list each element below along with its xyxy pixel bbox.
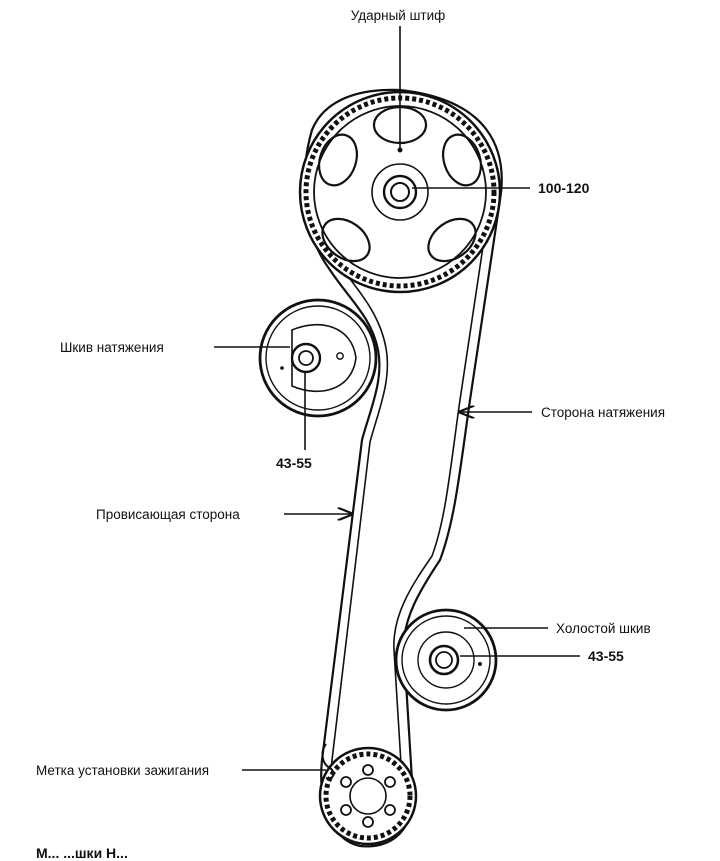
cut-off-caption: М... ...шки Н... (36, 845, 128, 861)
tensioner-pulley (258, 298, 378, 418)
leader-lines (214, 26, 580, 771)
idler-pulley (394, 608, 498, 712)
cam-torque-label: 100-120 (538, 180, 590, 196)
tensioner-torque-label: 43-55 (276, 455, 312, 471)
idler-pulley-label: Холостой шкив (556, 621, 651, 636)
crankshaft-sprocket (318, 743, 418, 846)
tension-side-label: Сторона натяжения (541, 405, 665, 420)
timing-mark-label: Метка установки зажигания (36, 763, 209, 778)
striker-pin-label: Ударный штиф (351, 8, 446, 23)
camshaft-sprocket (298, 90, 502, 294)
idler-torque-label: 43-55 (588, 648, 624, 664)
slack-side-label: Провисающая сторона (96, 507, 240, 522)
tensioner-pulley-label: Шкив натяжения (60, 340, 164, 355)
